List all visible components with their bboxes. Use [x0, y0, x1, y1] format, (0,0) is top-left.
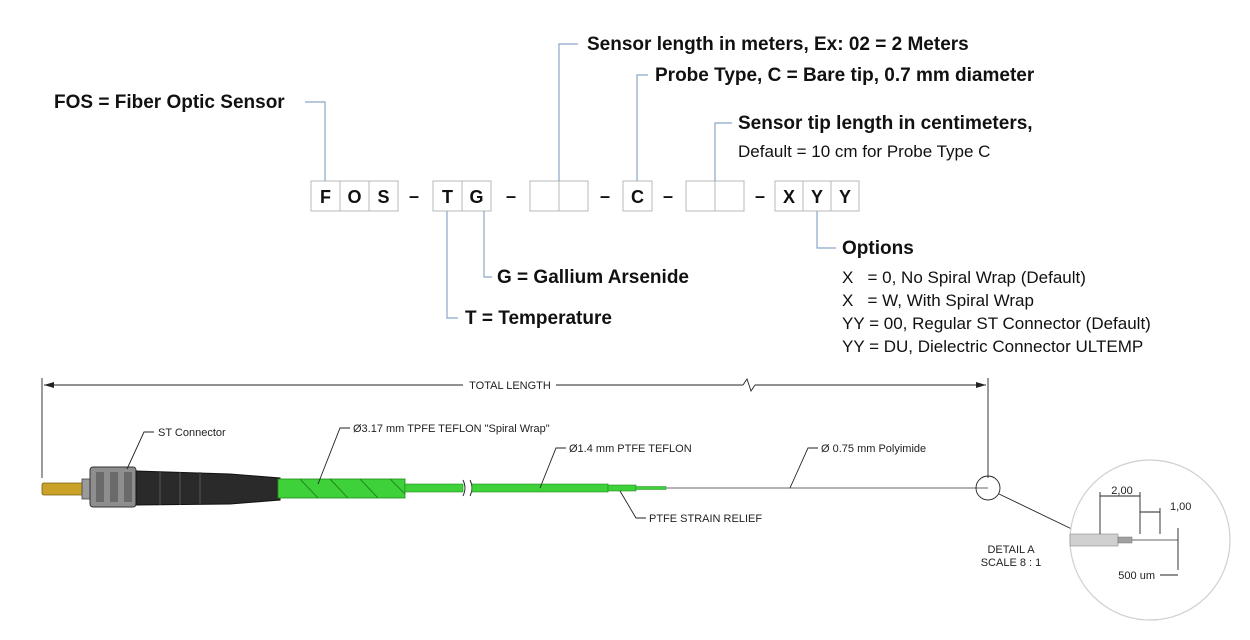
dim-arrow-right — [976, 382, 986, 388]
code-cell — [558, 180, 589, 212]
code-segment-tip-length — [685, 180, 745, 212]
option-line: X = 0, No Spiral Wrap (Default) — [842, 268, 1086, 287]
spiral-wrap-pattern — [299, 478, 406, 499]
detail-label-2: 2,00 — [1111, 485, 1132, 497]
sensor-drawing: TOTAL LENGTH ST Connector Ø3 — [41, 377, 1231, 621]
connector-boot — [135, 470, 281, 506]
callout-sensor-length: Sensor length in meters, Ex: 02 = 2 Mete… — [587, 34, 969, 55]
code-char: O — [347, 187, 361, 207]
leader-probe-type — [636, 74, 648, 181]
code-separator: – — [409, 186, 419, 206]
code-char: F — [320, 187, 331, 207]
code-char: Y — [811, 187, 823, 207]
dim-arrow-left — [44, 382, 54, 388]
leader-tip-length — [714, 122, 732, 181]
code-segment-sensor-length — [529, 180, 589, 212]
callout-tip-length-default: Default = 10 cm for Probe Type C — [738, 142, 990, 161]
detail-label-500: 500 um — [1118, 570, 1155, 582]
code-char: T — [442, 187, 453, 207]
leader-lines — [305, 43, 836, 319]
options-title: Options — [842, 238, 914, 259]
callout-probe-type: Probe Type, C = Bare tip, 0.7 mm diamete… — [655, 65, 1035, 86]
label-ptfe-teflon: Ø1.4 mm PTFE TEFLON — [569, 443, 692, 455]
leader-options — [816, 211, 836, 249]
option-line: YY = 00, Regular ST Connector (Default) — [842, 314, 1151, 333]
code-cell — [622, 180, 653, 212]
connector-knurl — [96, 472, 104, 502]
callout-gallium: G = Gallium Arsenide — [497, 267, 689, 288]
code-cell — [529, 180, 560, 212]
leader-strain-relief — [619, 490, 646, 519]
code-cell — [339, 180, 370, 212]
strain-relief — [607, 484, 637, 492]
leader-st-connector — [126, 431, 154, 470]
detail-a-marker — [975, 475, 1001, 501]
detail-connector-line — [998, 493, 1079, 533]
connector-knurl — [110, 472, 118, 502]
dim-break-mark — [742, 377, 756, 393]
code-separator: – — [506, 186, 516, 206]
code-cell — [830, 180, 860, 212]
code-char: G — [469, 187, 483, 207]
code-cell — [310, 180, 341, 212]
detail-tube — [1069, 533, 1119, 547]
spiral-wrap-tube — [277, 478, 406, 499]
code-cell — [774, 180, 804, 212]
code-separator: – — [755, 186, 765, 206]
connector-knurl — [124, 472, 132, 502]
code-cell — [685, 180, 716, 212]
option-line: X = W, With Spiral Wrap — [842, 291, 1034, 310]
code-char: X — [783, 187, 795, 207]
total-length-label: TOTAL LENGTH — [469, 380, 551, 392]
callout-tip-length-title: Sensor tip length in centimeters, — [738, 113, 1033, 134]
callout-fos: FOS = Fiber Optic Sensor — [54, 92, 285, 113]
detail-tip — [1117, 536, 1133, 544]
code-segment-tg: T G — [432, 180, 492, 212]
code-segment-fos: F O S — [310, 180, 399, 212]
leader-gallium — [483, 211, 492, 278]
code-separator: – — [600, 186, 610, 206]
leader-ptfe — [539, 447, 566, 489]
label-spiral-wrap: Ø3.17 mm TPFE TEFLON "Spiral Wrap" — [353, 423, 550, 435]
code-char: C — [631, 187, 644, 207]
code-segment-probe-type: C — [622, 180, 653, 212]
detail-label-1: 1,00 — [1170, 501, 1191, 513]
option-line: YY = DU, Dielectric Connector ULTEMP — [842, 337, 1143, 356]
callout-temperature: T = Temperature — [465, 308, 612, 329]
code-cell — [461, 180, 492, 212]
code-char: S — [377, 187, 389, 207]
leader-fos — [305, 101, 326, 181]
strain-relief-tip — [635, 486, 667, 490]
label-polyimide: Ø 0.75 mm Polyimide — [821, 443, 926, 455]
code-separator: – — [663, 186, 673, 206]
code-char: Y — [839, 187, 851, 207]
label-st-connector: ST Connector — [158, 427, 226, 439]
leader-polyimide — [789, 447, 818, 489]
ferrule-gold — [41, 482, 87, 496]
code-segment-options: X Y Y — [774, 180, 860, 212]
break-symbol — [462, 479, 473, 497]
label-strain-relief: PTFE STRAIN RELIEF — [649, 513, 762, 525]
leader-sensor-length — [558, 43, 578, 181]
detail-scale: SCALE 8 : 1 — [981, 557, 1042, 569]
leader-temperature — [446, 211, 458, 319]
leader-spiral-wrap — [317, 427, 350, 485]
part-code: F O S – T G – – C – – — [310, 180, 860, 212]
code-cell — [714, 180, 745, 212]
code-cell — [368, 180, 399, 212]
code-cell — [802, 180, 832, 212]
teflon-tube-left — [404, 483, 464, 493]
detail-title: DETAIL A — [987, 544, 1035, 556]
